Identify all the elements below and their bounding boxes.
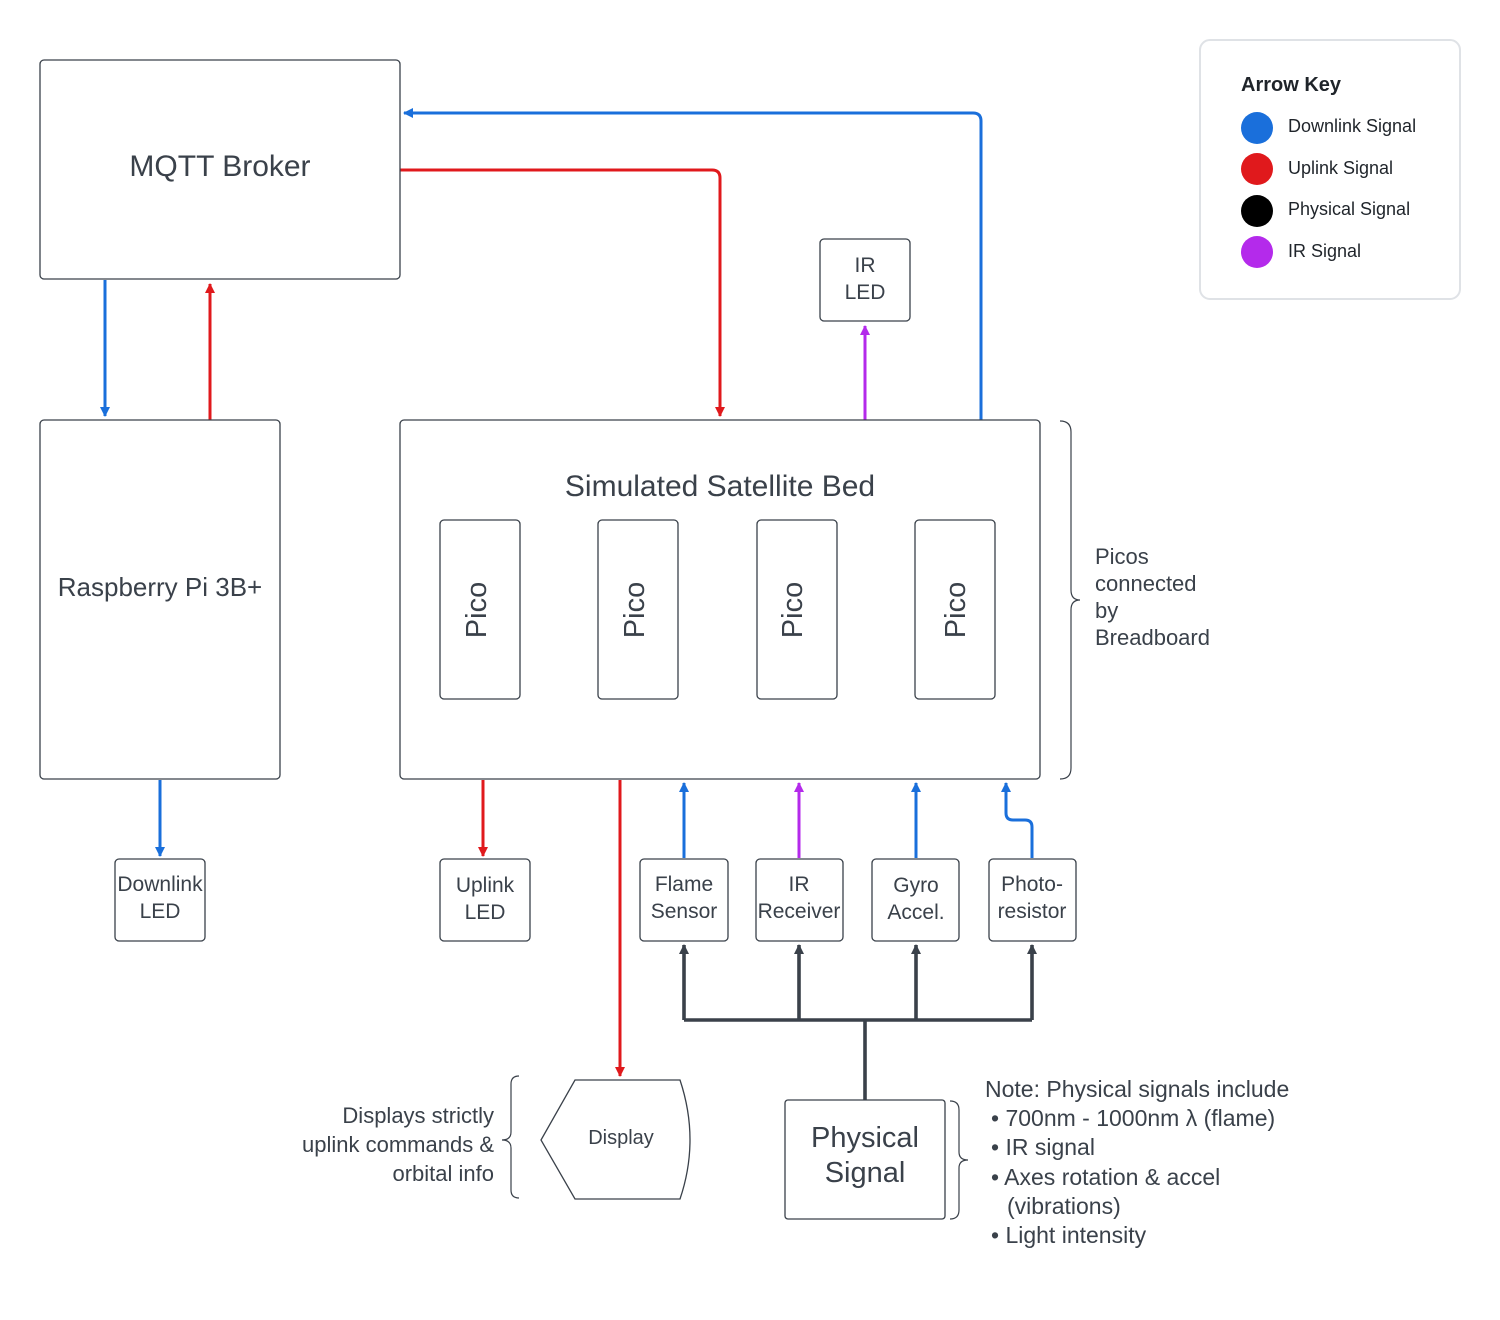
physical-signal-label-line2: Signal <box>825 1157 906 1189</box>
picos-note-line1: Picos <box>1095 544 1149 569</box>
wire-mqtt-to-bed <box>400 168 725 417</box>
pico-1-label: Pico <box>461 582 493 638</box>
satellite-bed-node: Simulated Satellite Bed Pico Pico Pico P… <box>399 419 1041 780</box>
raspberry-pi-node: Raspberry Pi 3B+ <box>39 419 281 780</box>
satellite-bed-label: Simulated Satellite Bed <box>565 470 875 503</box>
physical-brace <box>949 1100 969 1220</box>
arrow-key-legend: Arrow Key Downlink Signal Uplink Signal … <box>1199 39 1461 300</box>
legend-label-ir: IR Signal <box>1288 241 1361 261</box>
legend-label-physical: Physical Signal <box>1288 199 1410 219</box>
wire-bed-to-mqtt <box>403 108 983 420</box>
physical-signal-node: Physical Signal <box>784 1099 946 1220</box>
pico-2-label: Pico <box>619 582 651 638</box>
legend-dot-ir <box>1241 236 1273 268</box>
legend-dot-physical <box>1241 195 1273 227</box>
flame-sensor-node: Flame Sensor <box>639 858 729 942</box>
physical-note-line1: Note: Physical signals include <box>985 1076 1289 1102</box>
physical-signal-label-line1: Physical <box>811 1122 919 1154</box>
display-note-line3: orbital info <box>392 1161 494 1186</box>
physical-note: Note: Physical signals include • 700nm -… <box>985 1076 1289 1248</box>
ir-led-node: IR LED <box>819 238 911 322</box>
mqtt-broker-label: MQTT Broker <box>129 150 310 183</box>
picos-brace <box>1059 420 1081 780</box>
ir-led-label-line2: LED <box>845 281 886 304</box>
photoresistor-label-line2: resistor <box>998 900 1067 923</box>
display-node: Display <box>540 1079 691 1200</box>
uplink-led-label-line2: LED <box>465 901 506 924</box>
display-note: Displays strictly uplink commands & orbi… <box>302 1103 494 1186</box>
legend-title: Arrow Key <box>1241 74 1342 96</box>
pico-2: Pico <box>597 519 679 700</box>
physical-note-line2: • 700nm - 1000nm λ (flame) <box>991 1105 1275 1131</box>
pico-4-label: Pico <box>940 582 972 638</box>
physical-note-line5: (vibrations) <box>1007 1193 1121 1219</box>
picos-note: Picos connected by Breadboard <box>1095 544 1210 650</box>
downlink-led-label-line1: Downlink <box>117 873 203 896</box>
gyro-accel-node: Gyro Accel. <box>871 858 960 942</box>
ir-receiver-label-line2: Receiver <box>758 900 841 923</box>
display-note-line2: uplink commands & <box>302 1132 494 1157</box>
uplink-led-node: Uplink LED <box>439 858 531 942</box>
photoresistor-node: Photo- resistor <box>988 858 1077 942</box>
physical-note-line6: • Light intensity <box>991 1222 1147 1248</box>
picos-note-line3: by <box>1095 598 1118 623</box>
gyro-accel-label-line1: Gyro <box>893 874 939 897</box>
picos-note-line2: connected <box>1095 571 1197 596</box>
physical-note-line3: • IR signal <box>991 1134 1095 1160</box>
downlink-led-node: Downlink LED <box>114 858 206 942</box>
uplink-led-label-line1: Uplink <box>456 874 515 897</box>
picos-note-line4: Breadboard <box>1095 625 1210 650</box>
pico-1: Pico <box>439 519 521 700</box>
physical-note-line4: • Axes rotation & accel <box>991 1164 1220 1190</box>
legend-label-uplink: Uplink Signal <box>1288 158 1393 178</box>
raspberry-pi-label: Raspberry Pi 3B+ <box>58 572 262 602</box>
flame-sensor-label-line1: Flame <box>655 873 713 896</box>
display-note-line1: Displays strictly <box>342 1103 494 1128</box>
pico-3-label: Pico <box>777 582 809 638</box>
downlink-led-label-line2: LED <box>140 900 181 923</box>
display-label: Display <box>588 1127 654 1149</box>
display-brace <box>501 1075 520 1199</box>
ir-receiver-node: IR Receiver <box>755 858 844 942</box>
ir-led-label-line1: IR <box>855 254 876 277</box>
pico-3: Pico <box>756 519 838 700</box>
gyro-accel-label-line2: Accel. <box>887 901 944 924</box>
legend-dot-downlink <box>1241 112 1273 144</box>
flame-sensor-label-line2: Sensor <box>651 900 718 923</box>
mqtt-broker-node: MQTT Broker <box>39 59 401 280</box>
pico-4: Pico <box>914 519 996 700</box>
photoresistor-label-line1: Photo- <box>1001 873 1063 896</box>
legend-dot-uplink <box>1241 153 1273 185</box>
ir-receiver-label-line1: IR <box>789 873 810 896</box>
legend-label-downlink: Downlink Signal <box>1288 116 1416 136</box>
wire-photoresistor-to-bed <box>1001 782 1034 858</box>
